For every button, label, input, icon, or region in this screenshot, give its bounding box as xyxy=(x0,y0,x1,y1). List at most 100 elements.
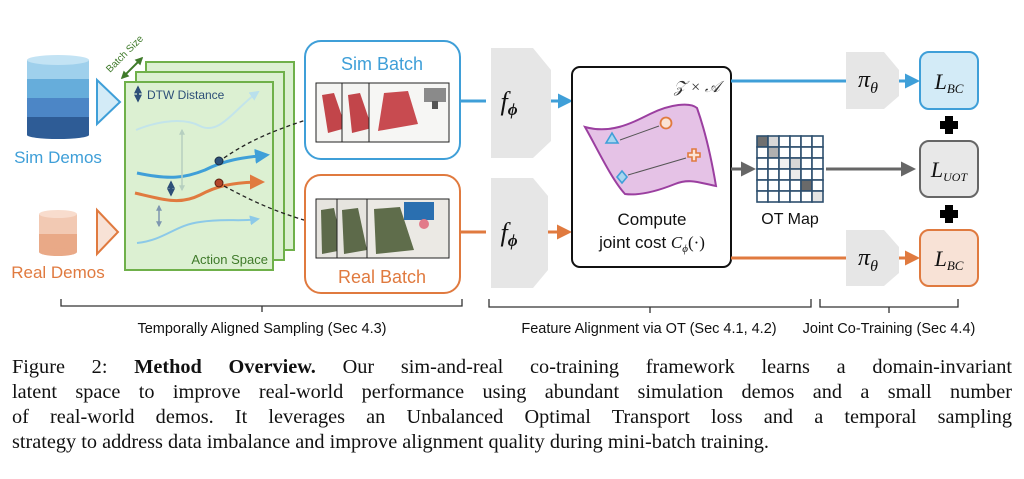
ot-map-cell xyxy=(767,168,780,181)
batch-size-label: Batch Size xyxy=(104,33,146,75)
dtw-distance-label: DTW Distance xyxy=(147,88,225,102)
real-bc-loss-box xyxy=(919,229,979,287)
sim-demos-database-icon xyxy=(27,55,89,139)
real-policy-block xyxy=(846,230,899,286)
method-overview-diagram: Sim Demos Real Demos Batch Size DTW Dist… xyxy=(11,33,979,337)
ot-map-cell xyxy=(778,190,791,203)
sim-demos-arrow-icon xyxy=(96,77,122,127)
sim-policy-label: πθ xyxy=(858,67,878,97)
ot-map-cell xyxy=(789,190,802,203)
ot-map-cell xyxy=(800,179,813,192)
ot-map-cell xyxy=(789,168,802,181)
ot-map-cell xyxy=(756,179,769,192)
action-space-label: Action Space xyxy=(191,252,268,267)
ot-map-cell xyxy=(778,146,791,159)
match-line-2 xyxy=(627,157,687,176)
real-batch-frames xyxy=(315,198,450,259)
sim-encoder-label: fϕ xyxy=(500,87,517,119)
sim-encoder-block xyxy=(491,48,551,158)
trajectory-light xyxy=(136,215,260,244)
ot-map-cell xyxy=(778,135,791,148)
sim-sample-point xyxy=(214,156,224,166)
match-line-1 xyxy=(619,125,660,141)
ot-map-cell xyxy=(778,179,791,192)
ot-map-cell xyxy=(778,157,791,170)
ot-map-cell xyxy=(756,135,769,148)
latent-manifold xyxy=(582,103,718,196)
real-cross-icon xyxy=(687,148,701,162)
ot-map-cell xyxy=(756,190,769,203)
ot-map-grid xyxy=(756,135,824,203)
ot-map-cell xyxy=(800,168,813,181)
figure-caption: Figure 2: Method Overview. Our sim-and-r… xyxy=(12,355,1012,455)
ot-map-cell xyxy=(767,135,780,148)
alignment-brace xyxy=(488,299,812,313)
ot-map-cell xyxy=(789,146,802,159)
sim-batch-label: Sim Batch xyxy=(341,54,423,74)
real-demos-database-icon xyxy=(39,210,77,256)
ot-map-cell xyxy=(800,135,813,148)
section-alignment-label: Feature Alignment via OT (Sec 4.1, 4.2) xyxy=(521,321,776,337)
ot-map-cell xyxy=(811,157,824,170)
compute-label: Compute xyxy=(618,210,687,229)
plus-icon-top xyxy=(940,116,958,134)
trajectory-sim xyxy=(136,148,270,179)
caption-line-3: of real-world demos. It leverages an Unb… xyxy=(12,406,1012,428)
real-sample-link xyxy=(223,185,313,225)
real-demos-label: Real Demos xyxy=(11,263,105,282)
cotraining-brace xyxy=(819,299,959,313)
ot-map-cell xyxy=(789,135,802,148)
ot-map-cell xyxy=(811,190,824,203)
ot-map-cell xyxy=(811,179,824,192)
real-batch-label: Real Batch xyxy=(338,267,426,287)
ot-map-cell xyxy=(756,168,769,181)
real-demos-arrow-icon xyxy=(96,207,120,257)
trajectory-faint xyxy=(135,90,260,131)
caption-line-2: latent space to improve real-world perfo… xyxy=(12,381,1012,403)
joint-cost-label: joint cost Cϕ(·) xyxy=(598,233,705,255)
real-sample-point xyxy=(214,178,224,188)
ot-map-cell xyxy=(767,146,780,159)
sim-triangle-icon xyxy=(604,131,620,144)
ot-map-cell xyxy=(767,190,780,203)
sim-diamond-icon xyxy=(615,169,629,185)
ot-map-cell xyxy=(778,168,791,181)
caption-line-1: Figure 2: Method Overview. Our sim-and-r… xyxy=(12,356,1013,378)
ot-map-label: OT Map xyxy=(761,211,819,228)
sampling-brace xyxy=(60,299,463,312)
latent-action-space-label: 𝒵 × 𝒜 xyxy=(673,79,725,96)
sim-policy-block xyxy=(846,52,899,109)
real-circle-icon xyxy=(659,116,673,130)
figure-label: Figure 2: xyxy=(12,356,108,378)
sim-demos-label: Sim Demos xyxy=(14,148,102,167)
real-encoder-label: fϕ xyxy=(500,218,517,250)
ot-map-cell xyxy=(811,135,824,148)
ot-map-cell xyxy=(756,146,769,159)
real-encoder-block xyxy=(491,178,548,288)
real-bc-loss-label: LBC xyxy=(934,246,964,273)
ot-map-cell xyxy=(767,157,780,170)
sim-sample-link xyxy=(223,116,314,159)
sim-bc-loss-label: LBC xyxy=(934,69,964,96)
section-sampling-label: Temporally Aligned Sampling (Sec 4.3) xyxy=(137,321,386,337)
sim-batch-frames xyxy=(315,82,450,143)
ot-map-cell xyxy=(800,190,813,203)
ot-map-cell xyxy=(811,146,824,159)
sim-bc-loss-box xyxy=(919,51,979,110)
ot-map-cell xyxy=(756,157,769,170)
ot-map-cell xyxy=(789,179,802,192)
figure-title: Method Overview. xyxy=(134,356,316,378)
trajectory-real xyxy=(134,174,265,203)
uot-loss-box xyxy=(919,140,979,198)
real-policy-label: πθ xyxy=(858,245,878,275)
ot-map-cell xyxy=(789,157,802,170)
ot-map-cell xyxy=(767,179,780,192)
ot-map-cell xyxy=(800,157,813,170)
caption-line-4: strategy to address data imbalance and i… xyxy=(12,431,769,453)
uot-loss-label: LUOT xyxy=(930,157,969,184)
batch-size-arrow-icon xyxy=(120,56,144,80)
ot-map-cell xyxy=(811,168,824,181)
section-cotraining-label: Joint Co-Training (Sec 4.4) xyxy=(803,321,976,337)
plus-icon-bottom xyxy=(940,205,958,223)
ot-map-cell xyxy=(800,146,813,159)
